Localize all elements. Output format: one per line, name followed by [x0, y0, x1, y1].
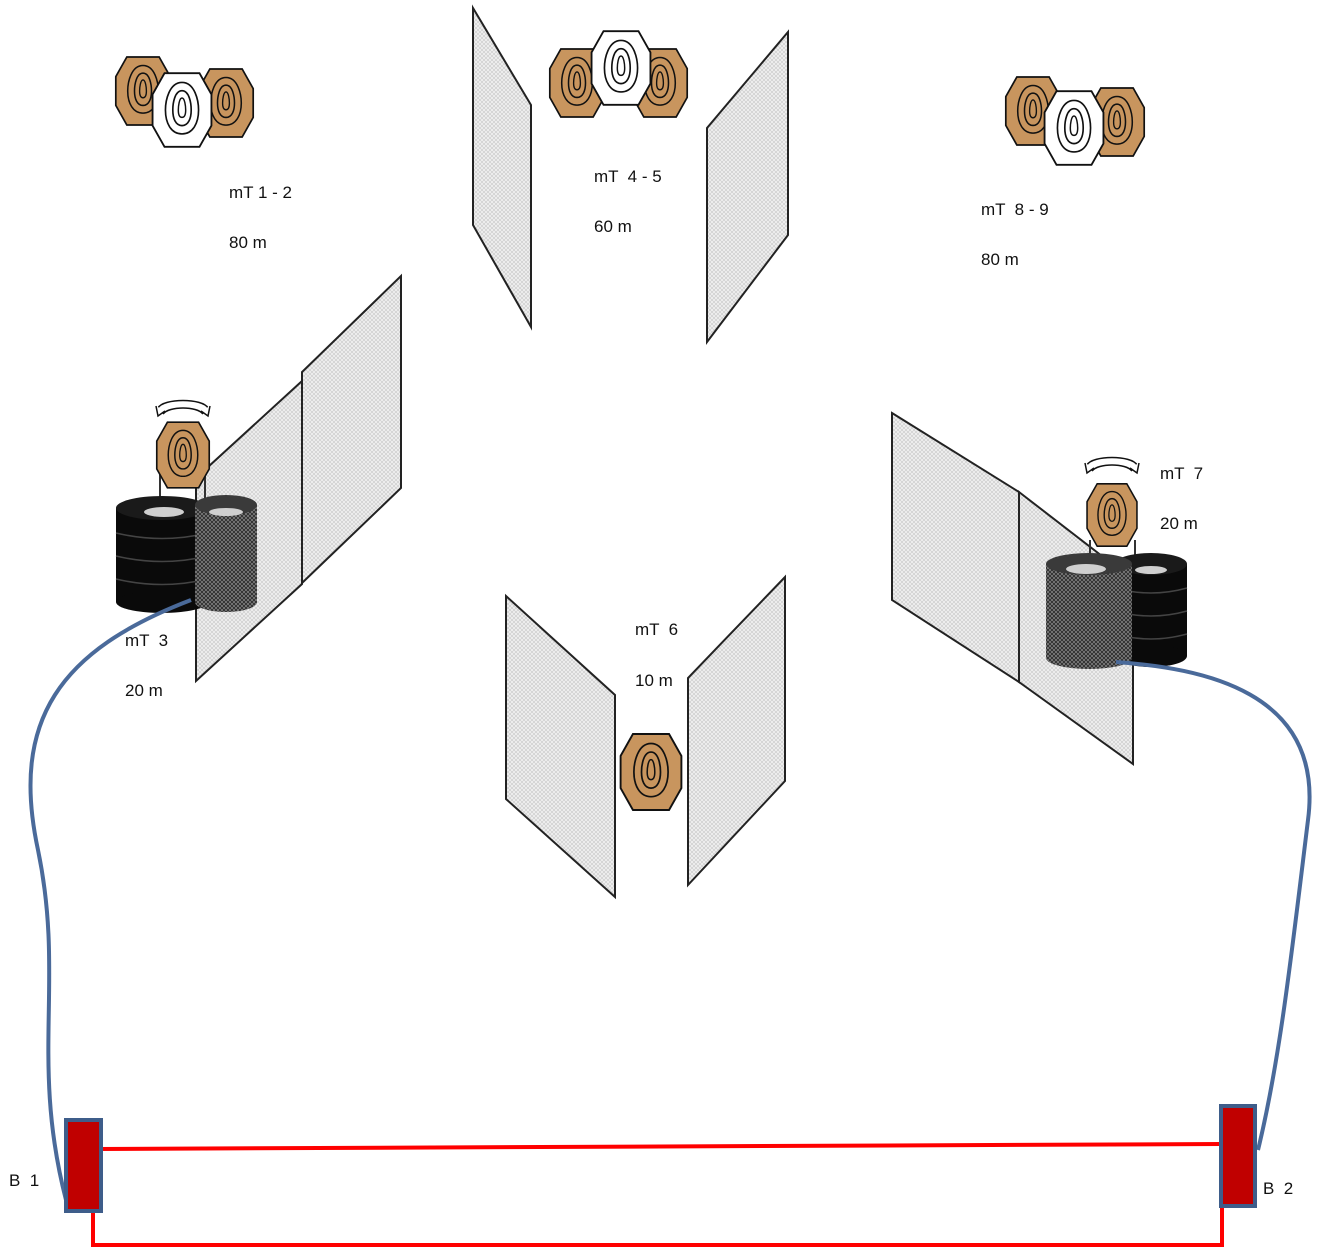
station-mt89-label: mT 8 - 9 — [981, 200, 1049, 219]
station-mt6-distance: 10 m — [635, 671, 673, 690]
tire-stack-icon — [1046, 553, 1188, 669]
target-group-mt89 — [1004, 76, 1146, 166]
station-mt89-distance: 80 m — [981, 250, 1019, 269]
barrier-right-back — [891, 411, 1020, 684]
no-shoot-target-icon — [151, 72, 213, 148]
position-b1-label: B 1 — [9, 1171, 40, 1190]
fault-lines — [91, 1142, 1224, 1247]
route-left — [28, 598, 192, 1201]
station-mt3-distance: 20 m — [125, 681, 163, 700]
barrier-center-right — [687, 574, 786, 888]
steel-target-icon — [619, 733, 683, 811]
no-shoot-target-icon — [590, 30, 652, 106]
target-group-mt45 — [548, 30, 689, 118]
steel-target-icon — [1086, 483, 1138, 547]
shooting-box-icon — [1219, 1104, 1257, 1208]
tire-stack-icon — [115, 495, 257, 613]
station-mt12-distance: 80 m — [229, 233, 267, 252]
station-mt3-label: mT 3 — [125, 631, 169, 650]
steel-target-icon — [155, 421, 211, 489]
barrier-top-left — [472, 4, 532, 331]
station-mt7-distance: 20 m — [1160, 514, 1198, 533]
barrier-top-right — [706, 29, 789, 345]
shooting-box-icon — [64, 1118, 103, 1213]
station-mt6-label: mT 6 — [635, 620, 679, 639]
no-shoot-target-icon — [1043, 90, 1105, 166]
position-b2-label: B 2 — [1263, 1179, 1294, 1198]
swing-arrow-icon — [1084, 456, 1140, 474]
barrier-left-back — [301, 273, 402, 586]
station-mt7-label: mT 7 — [1160, 464, 1204, 483]
swinger-mt3 — [115, 399, 257, 613]
swinger-mt7 — [1046, 456, 1188, 669]
target-group-mt12 — [114, 56, 255, 148]
route-right — [1115, 660, 1312, 1151]
swing-arrow-icon — [155, 399, 211, 417]
station-mt12-label: mT 1 - 2 — [229, 183, 292, 202]
station-mt45-label: mT 4 - 5 — [594, 167, 662, 186]
barrier-center-left — [505, 593, 616, 900]
station-mt45-distance: 60 m — [594, 217, 632, 236]
